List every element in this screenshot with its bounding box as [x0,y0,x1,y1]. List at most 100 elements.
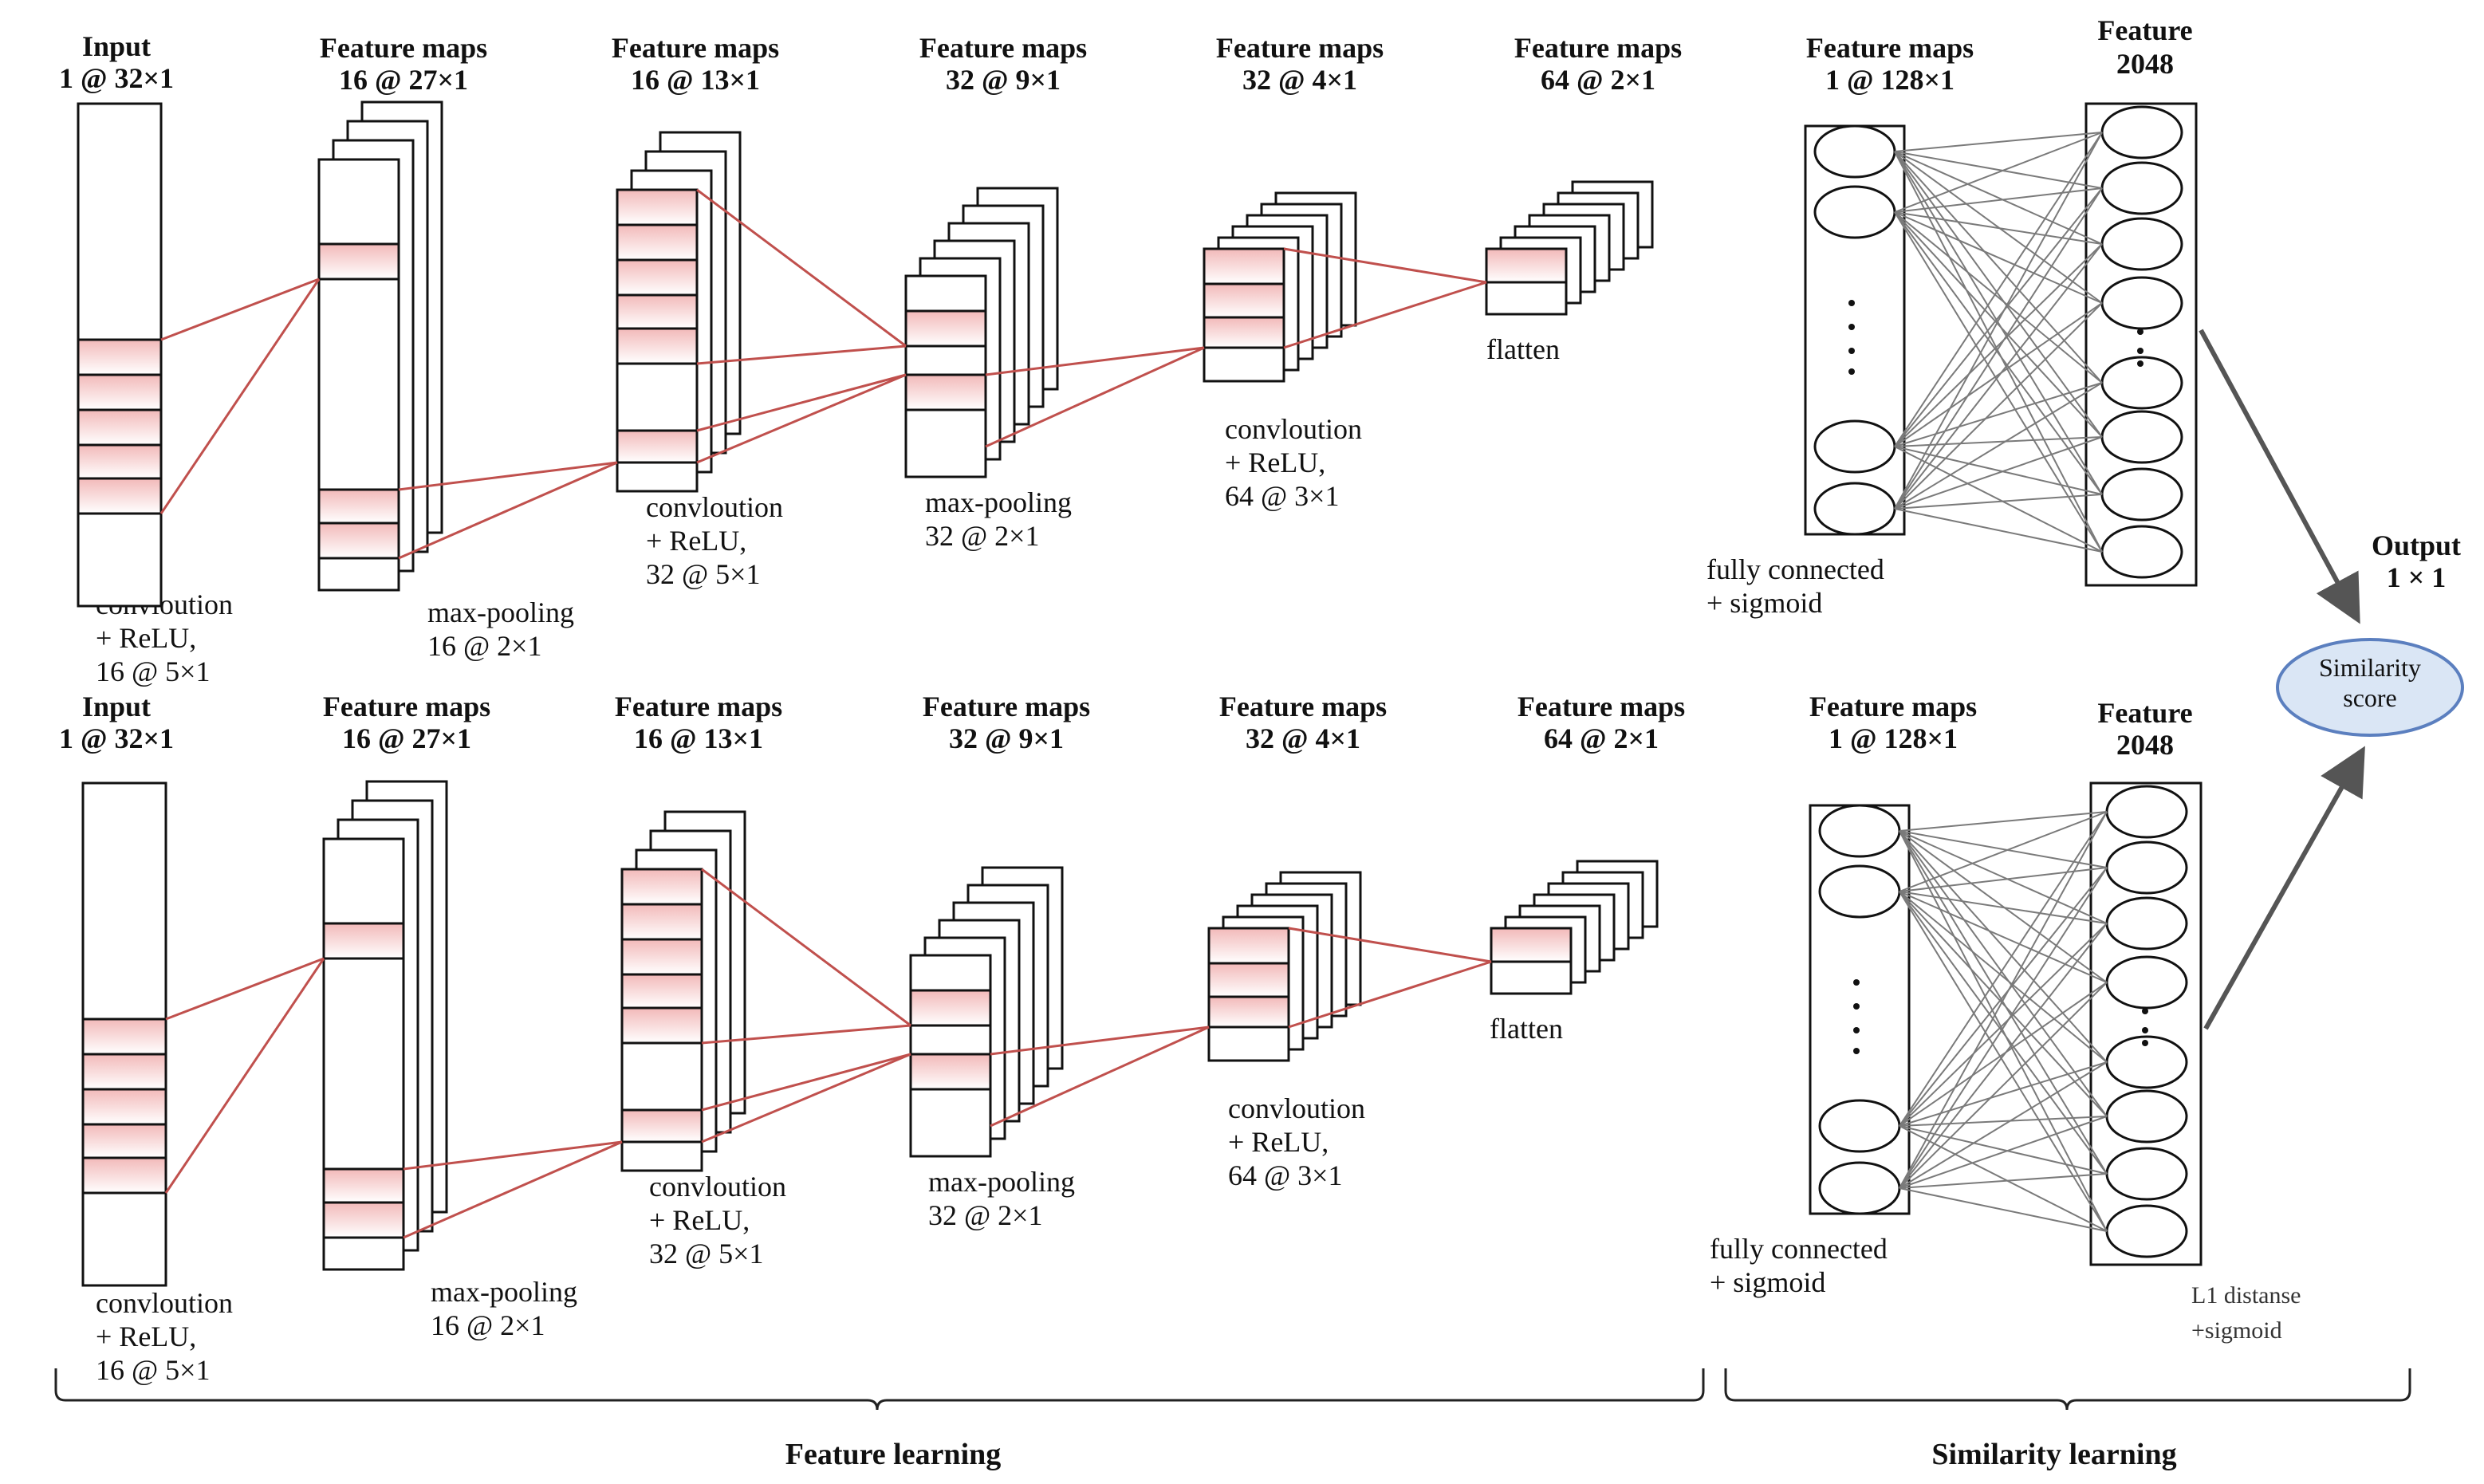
op-conv2-line2: + ReLU, [646,525,746,557]
fc-ellipsis-dot [1853,979,1860,986]
header-fm5-size: 64 @ 2×1 [1541,64,1655,96]
header-fm3-size: 32 @ 9×1 [949,722,1064,754]
fc-neuron [1818,1161,1901,1215]
fm4-highlight-cell [1207,962,1290,998]
fm2-highlight-cell [616,188,699,226]
feature-connector-line [701,868,911,1027]
fm1-highlight-cell [317,242,400,281]
feature-connector-line [165,957,325,1021]
header-fm1-title: Feature maps [323,691,490,722]
fc-neuron [1813,419,1896,474]
fm4-highlight-cell [1203,316,1285,349]
fm4-highlight-cell [1207,995,1290,1029]
feature-neuron [2100,161,2183,215]
header-fm3-size: 32 @ 9×1 [946,64,1061,96]
dense-connection [1899,1061,2108,1127]
feature-neuron [2105,840,2188,895]
header-input-title: Input [82,30,151,62]
feature-connector-line [696,344,907,365]
feature-ellipsis-dot [2142,1008,2148,1014]
op-conv1-line1: convloution [96,1287,233,1319]
op-conv3-line1: convloution [1225,413,1362,445]
feature-connector-line [398,461,618,560]
section-feature-learning: Feature learning [785,1438,1002,1471]
fc-neuron [1818,864,1901,919]
feature-neuron [2100,467,2183,522]
feature-neuron [2105,1204,2188,1258]
header-fm5-title: Feature maps [1518,691,1685,722]
fm1-highlight-cell [322,922,405,960]
feature-connector-line [701,1053,911,1144]
feature-ellipsis-dot [2142,1040,2148,1046]
feature-neuron [2105,1147,2188,1201]
feature-connector-line [701,1024,911,1045]
dense-connection [1899,867,2108,892]
dense-connection [1894,211,2103,384]
fm2-highlight-cell [616,293,699,330]
fc-ellipsis-dot [1848,348,1855,354]
op-pool2-line1: max-pooling [925,486,1072,518]
op-flatten: flatten [1486,333,1560,365]
header-fm1-title: Feature maps [320,32,487,64]
dense-connection [1894,132,2103,510]
feature-connector-line [398,461,618,491]
input-highlight-cell [77,338,163,376]
op-conv1-line3: 16 @ 5×1 [96,1354,210,1386]
dense-connection [1899,811,2108,892]
dense-connection [1894,508,2103,553]
dense-connection [1899,982,2108,1189]
op-conv2-line2: + ReLU, [649,1204,750,1236]
similarity-score-node [2276,638,2464,737]
op-fc-line2: + sigmoid [1710,1266,1825,1298]
dense-connection [1899,811,2108,832]
fm3-highlight-cell [904,309,987,348]
op-flatten: flatten [1490,1013,1563,1045]
input-highlight-cell [77,443,163,480]
bottom-output-arrow [2203,746,2365,1030]
dense-connection [1899,923,2108,1189]
feature-connector-line [403,1140,623,1239]
fm1-highlight-cell [322,1201,405,1239]
dense-connection [1899,1187,2108,1232]
dense-connection [1894,211,2103,553]
op-conv2-line3: 32 @ 5×1 [646,558,760,590]
feature-connector-line [990,1025,1210,1056]
similarity-learning-brace [1724,1368,2411,1411]
output-title: Output [2372,529,2461,561]
op-fc-line2: + sigmoid [1707,587,1822,619]
feature-neuron [2100,525,2183,579]
dense-connection [1894,494,2103,510]
header-fc-size: 1 @ 128×1 [1825,64,1955,96]
fm3-highlight-cell [909,1053,992,1091]
feature-connector-line [985,346,1205,376]
output-size: 1 × 1 [2387,561,2447,593]
header-fm1-size: 16 @ 27×1 [342,722,471,754]
fm2-highlight-cell [620,938,703,976]
fm2-highlight-cell [616,327,699,365]
feature-connector-line [1288,927,1492,963]
op-conv3-line2: + ReLU, [1225,447,1325,478]
section-similarity-learning: Similarity learning [1931,1438,2176,1471]
op-pool2-line2: 32 @ 2×1 [928,1199,1042,1231]
feature-neuron [2100,217,2183,271]
header-input-size: 1 @ 32×1 [59,62,174,94]
feature-connector-line [1283,247,1487,284]
feature-neuron [2105,896,2188,951]
op-conv3-line3: 64 @ 3×1 [1225,480,1339,512]
header-fm4-title: Feature maps [1219,691,1387,722]
dense-connection [1894,187,2103,447]
header-fm4-size: 32 @ 4×1 [1246,722,1360,754]
header-fc-title: Feature maps [1809,691,1977,722]
dense-connection [1894,132,2103,447]
feature-connector-line [1283,281,1487,349]
header-fm3-title: Feature maps [919,32,1087,64]
feature-ellipsis-dot [2137,329,2143,335]
input-highlight-cell [81,1018,167,1056]
fc-ellipsis-dot [1848,300,1855,306]
dense-connection [1894,211,2103,495]
dense-connection [1894,382,2103,447]
header-fm4-title: Feature maps [1216,32,1384,64]
header-feature-title: Feature [2097,14,2192,46]
dense-connection [1894,382,2103,510]
